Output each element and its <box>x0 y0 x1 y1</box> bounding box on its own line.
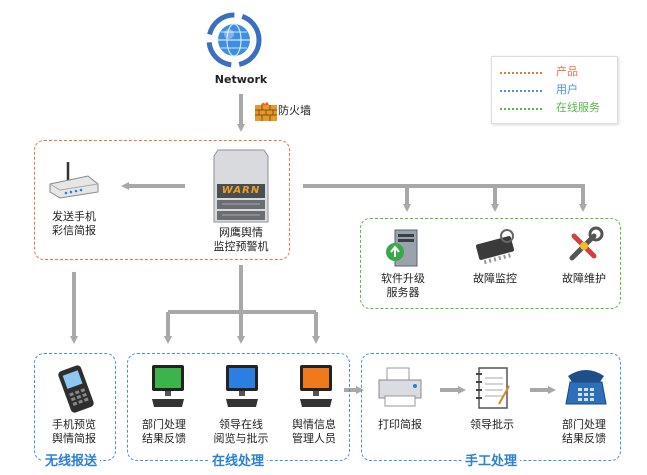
legend-swatch-product <box>500 72 542 74</box>
service-label-3: 故障维护 <box>562 272 606 285</box>
software-update-server-icon <box>386 229 418 267</box>
online-label-2: 领导在线 阅览与批示 <box>213 418 269 445</box>
legend-swatch-user <box>500 90 542 92</box>
notebook-icon <box>476 367 510 409</box>
network-label: Network <box>214 73 268 86</box>
server-icon <box>213 149 269 223</box>
mobile-send-label: 发送手机 彩信简报 <box>52 210 96 237</box>
legend-label-product: 产品 <box>556 65 578 78</box>
monitor-icon-1 <box>152 365 184 407</box>
monitor-icon-2 <box>226 365 258 407</box>
manual-group-label: 手工处理 <box>462 450 521 469</box>
firewall-icon <box>255 102 277 121</box>
network-globe-icon <box>206 12 262 68</box>
legend-label-user: 用户 <box>556 83 578 96</box>
manual-label-1: 打印简报 <box>378 418 422 431</box>
server-brand: WARN <box>221 185 261 196</box>
manual-label-2: 领导批示 <box>470 418 514 431</box>
firewall-label: 防火墙 <box>278 104 311 117</box>
service-label-2: 故障监控 <box>473 272 517 285</box>
online-service-box <box>360 218 621 309</box>
legend-item-online-service: 在线服务 <box>500 101 615 115</box>
monitor-icon-3 <box>300 365 332 407</box>
legend-swatch-online-service <box>500 108 542 110</box>
online-label-1: 部门处理 结果反馈 <box>142 418 186 445</box>
manual-label-3: 部门处理 结果反馈 <box>562 418 606 445</box>
fault-repair-icon <box>569 226 604 261</box>
fault-monitor-icon <box>475 229 515 264</box>
legend-label-online-service: 在线服务 <box>556 101 600 114</box>
service-label-1: 软件升级 服务器 <box>381 272 425 299</box>
wireless-label: 手机预览 舆情简报 <box>52 418 96 445</box>
router-icon <box>49 162 99 199</box>
mobile-phone-icon <box>58 365 94 413</box>
legend: 产品 用户 在线服务 <box>491 56 618 124</box>
printer-icon <box>378 367 422 407</box>
server-label: 网鹰舆情 监控预警机 <box>213 226 269 253</box>
wireless-group-label: 无线报送 <box>42 450 101 469</box>
online-label-3: 舆情信息 管理人员 <box>292 418 336 445</box>
telephone-icon <box>565 370 607 405</box>
online-group-label: 在线处理 <box>209 450 268 469</box>
legend-item-user: 用户 <box>500 83 615 97</box>
product-box <box>34 140 290 260</box>
legend-item-product: 产品 <box>500 65 615 79</box>
